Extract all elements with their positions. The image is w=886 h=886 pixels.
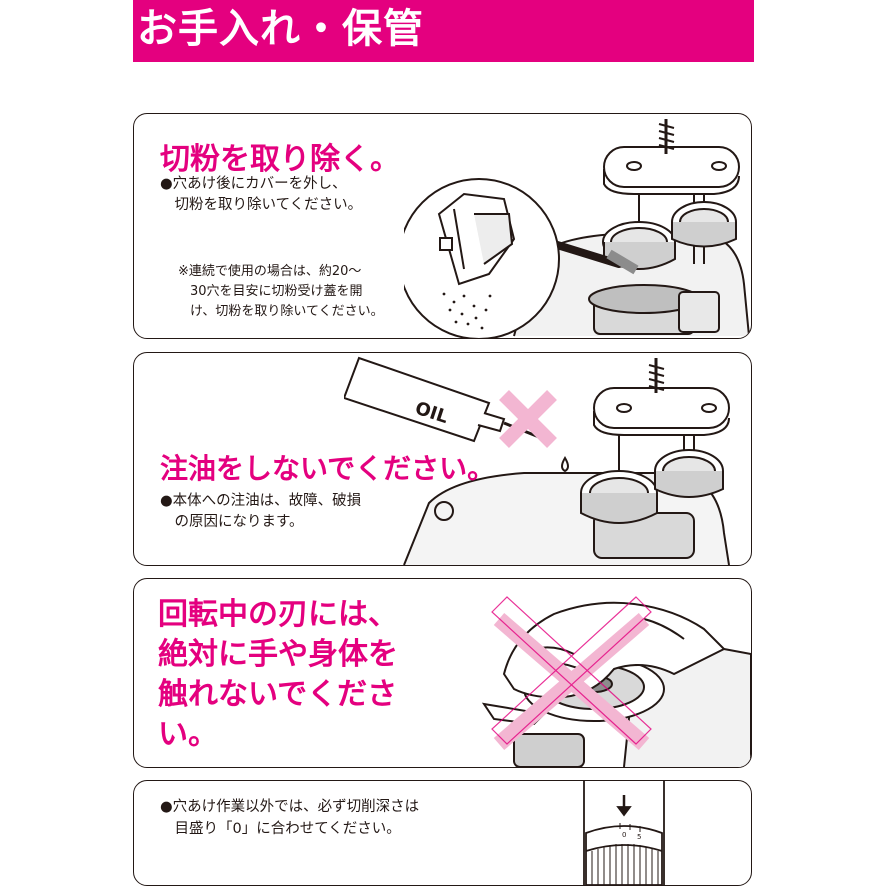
warning-line: 触れないでくださ bbox=[158, 677, 398, 712]
chip-removal-brush-illustration bbox=[404, 119, 750, 338]
body-text-line: の原因になります。 bbox=[160, 514, 304, 530]
warning-line: い。 bbox=[158, 717, 218, 752]
page-title: お手入れ・保管 bbox=[137, 6, 424, 52]
scale-number: 5 bbox=[637, 833, 641, 841]
note-text-line: 30穴を目安に切粉受け蓋を開 bbox=[190, 284, 363, 299]
body-text-line: ●穴あけ後にカバーを外し、 bbox=[160, 176, 347, 192]
no-touch-blade-illustration bbox=[481, 596, 751, 767]
page-header: お手入れ・保管 bbox=[133, 0, 754, 62]
body-text-line: 切粉を取り除いてください。 bbox=[160, 197, 363, 213]
section-depth-reset: ●穴あけ作業以外では、必ず切削深さは 目盛り「0」に合わせてください。 0 5 bbox=[133, 780, 752, 886]
body-text-line: ●本体への注油は、故障、破損 bbox=[160, 493, 362, 509]
section-chip-removal: 切粉を取り除く。 ●穴あけ後にカバーを外し、 切粉を取り除いてください。 ※連続… bbox=[133, 113, 752, 339]
scale-number: 0 bbox=[622, 831, 626, 839]
section-heading: 切粉を取り除く。 bbox=[160, 142, 400, 177]
warning-line: 絶対に手や身体を bbox=[158, 637, 398, 672]
section-blade-warning: 回転中の刃には、 絶対に手や身体を 触れないでくださ い。 bbox=[133, 578, 752, 768]
note-text-line: ※連続で使用の場合は、約20～ bbox=[178, 264, 362, 279]
warning-line: 回転中の刃には、 bbox=[158, 597, 398, 632]
section-heading: 注油をしないでください。 bbox=[160, 452, 496, 485]
body-text-line: ●穴あけ作業以外では、必ず切削深さは bbox=[160, 799, 420, 815]
section-no-oiling: OIL 注油をしないでください。 ●本体への注油は、故障、破損 の原因になります… bbox=[133, 352, 752, 566]
depth-dial-illustration: 0 5 bbox=[583, 781, 665, 885]
note-text-line: け、切粉を取り除いてください。 bbox=[190, 304, 384, 319]
body-text-line: 目盛り「0」に合わせてください。 bbox=[160, 821, 401, 837]
no-oiling-illustration: OIL bbox=[344, 356, 730, 565]
